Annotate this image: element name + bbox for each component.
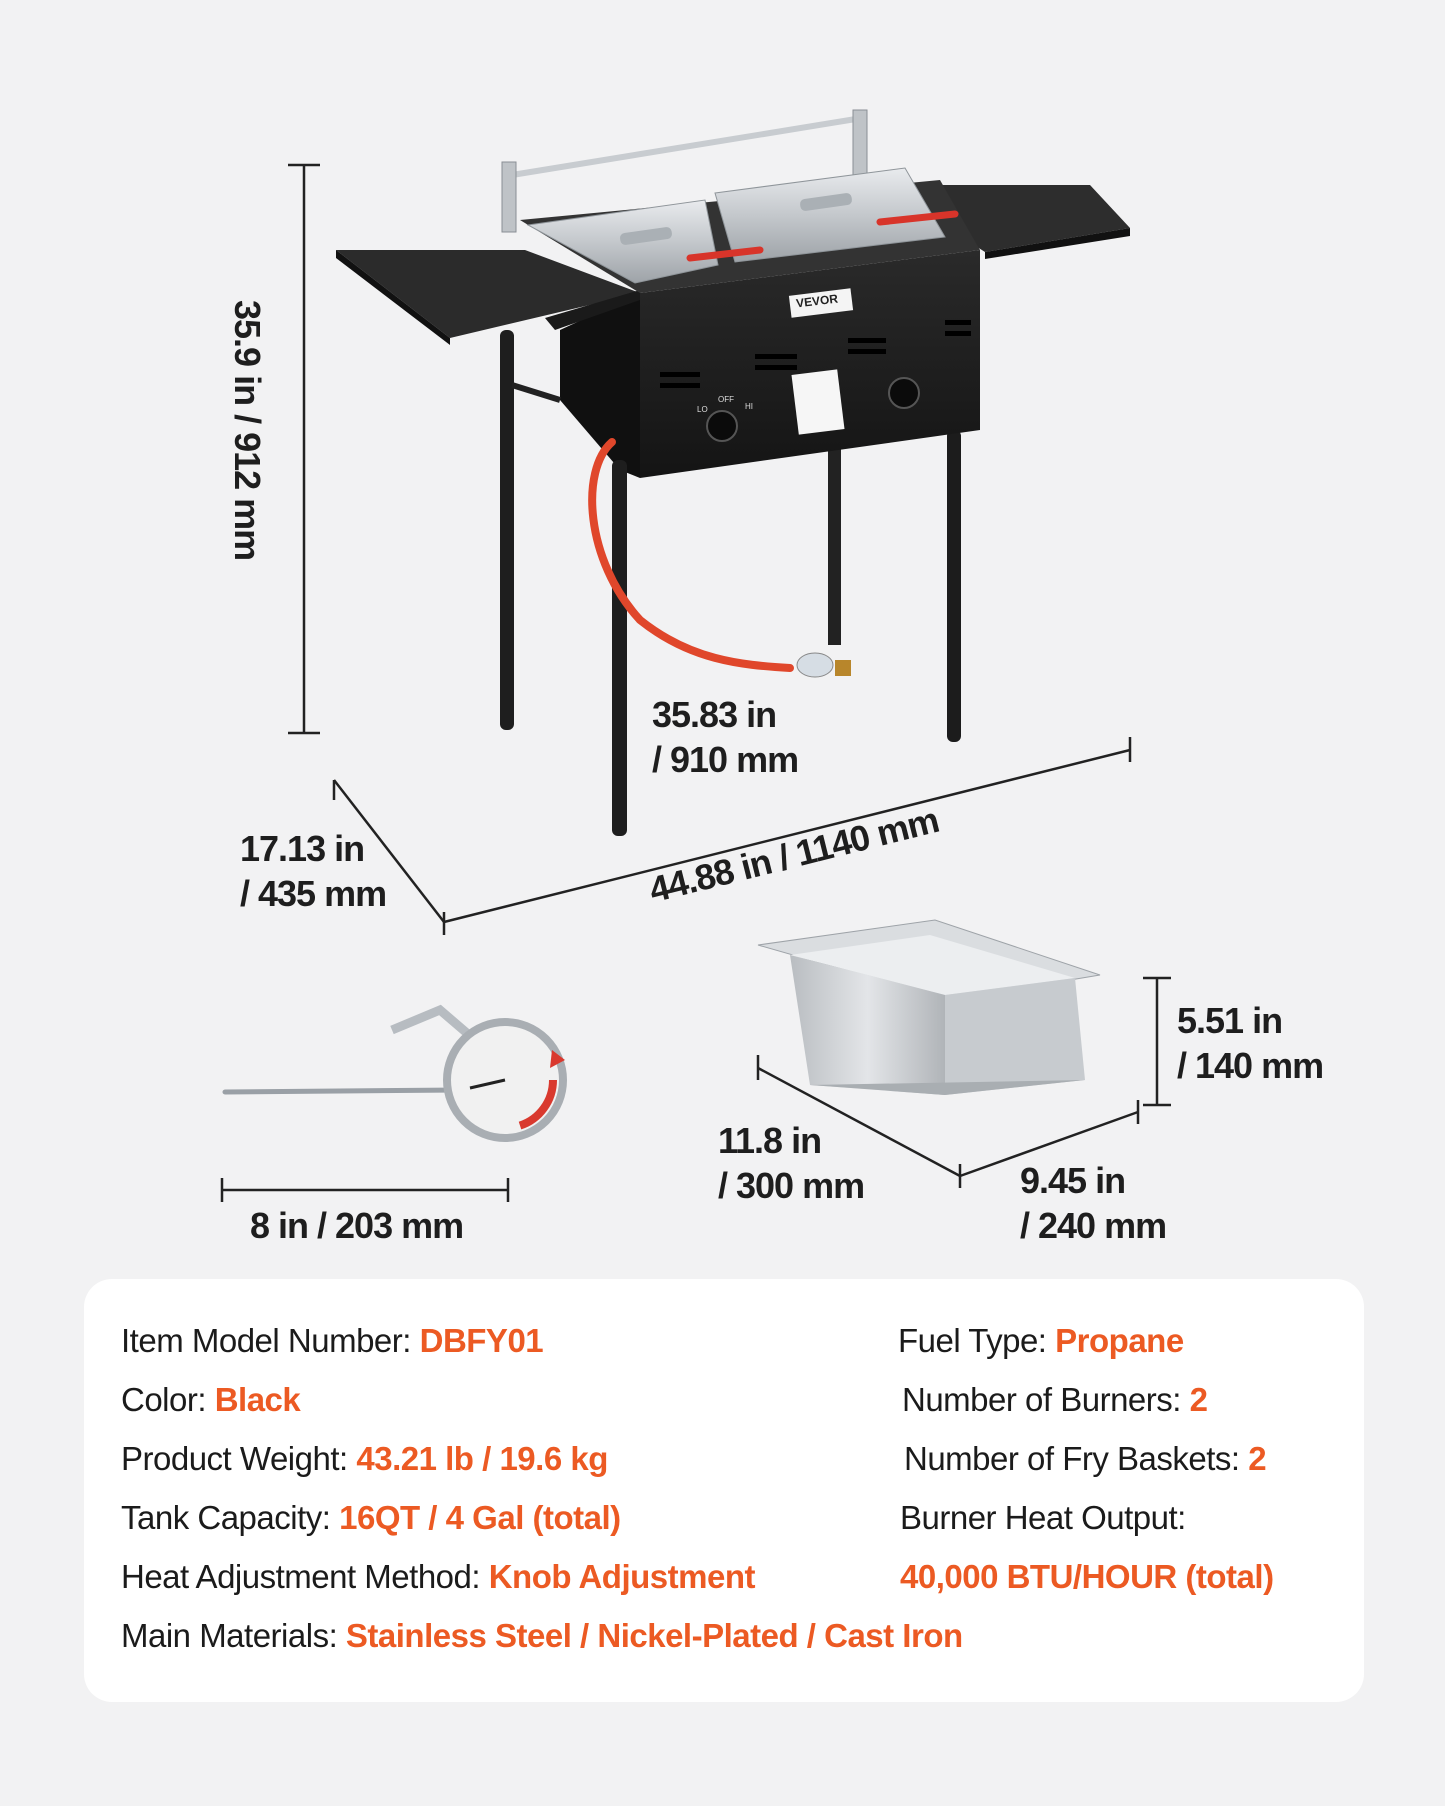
basket-height-dimension-line [1143,976,1171,1107]
spec-burner-heat-output: Burner Heat Output: [900,1499,1186,1536]
depth-dimension-label: 17.13 in / 435 mm [240,828,387,914]
spec-number-of-fry-baskets: Number of Fry Baskets: 2 [904,1440,1267,1477]
spec-model-number: Item Model Number: DBFY01 [121,1322,544,1359]
height-dimension-label: 35.9 in / 912 mm [227,300,268,561]
thermometer-length-label: 8 in / 203 mm [250,1205,464,1246]
fryer-illustration [336,109,1130,836]
basket-length-label: 11.8 in / 300 mm [718,1120,865,1206]
gas-hose [588,438,794,672]
right-burner-knob [888,377,920,409]
knob-label-lo: LO [697,405,708,414]
basket-height-label: 5.51 in / 140 mm [1177,1000,1324,1086]
thermometer-illustration [222,1004,567,1142]
thermometer-dimension-line [220,1178,510,1202]
spec-burner-heat-output-value: 40,000 BTU/HOUR (total) [900,1558,1274,1595]
spec-card: Item Model Number: DBFY01 Color: Black P… [84,1279,1364,1702]
knob-label-hi: HI [745,402,753,411]
hose-length-label: 35.83 in / 910 mm [652,694,799,780]
spec-number-of-burners: Number of Burners: 2 [902,1381,1208,1418]
height-dimension-line [288,163,320,735]
spec-heat-adjustment: Heat Adjustment Method: Knob Adjustment [121,1558,755,1595]
depth-dimension-line [332,779,446,935]
basket-length-dimension-line [756,1055,961,1178]
spec-main-materials: Main Materials: Stainless Steel / Nickel… [121,1617,963,1654]
spec-fuel-type: Fuel Type: Propane [898,1322,1184,1359]
basket-width-label: 9.45 in / 240 mm [1020,1160,1167,1246]
left-burner-knob [706,410,738,442]
warning-label [791,369,845,435]
fry-pan-illustration [757,919,1101,1095]
width-dimension-line [443,737,1132,924]
brand-plate [788,288,854,318]
gas-regulator [796,652,834,678]
spec-tank-capacity: Tank Capacity: 16QT / 4 Gal (total) [121,1499,621,1536]
spec-color: Color: Black [121,1381,301,1418]
basket-width-dimension-line [958,1100,1140,1188]
knob-label-off: OFF [718,395,734,404]
spec-product-weight: Product Weight: 43.21 lb / 19.6 kg [121,1440,608,1477]
